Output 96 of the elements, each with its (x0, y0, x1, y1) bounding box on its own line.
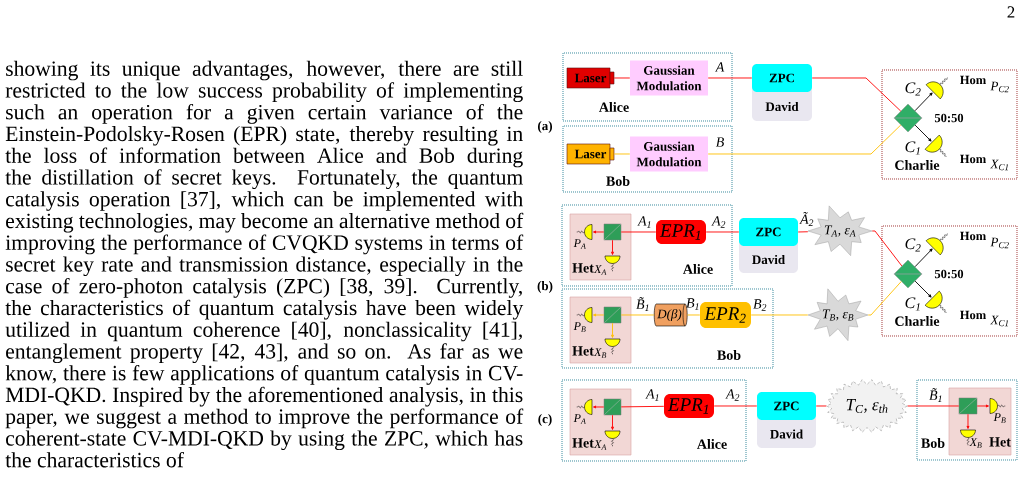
source-box: EPR$_{1}$ (664, 394, 714, 418)
measurement-label: Hom (960, 154, 986, 164)
operation-box: ZPC David (757, 392, 816, 448)
mode-label: B (715, 137, 724, 147)
panel-label: (c) (538, 414, 552, 426)
displacement-cylinder: D(β) (653, 303, 688, 327)
beam-line (707, 124, 902, 155)
ratio-label: 50:50 (934, 113, 964, 123)
beam-line (620, 231, 657, 233)
arrow (593, 230, 605, 234)
beam-splitter-cube (958, 397, 978, 415)
arrow (611, 414, 614, 430)
beam-line (797, 231, 809, 233)
beam-splitter-diamond (893, 103, 923, 133)
mode-label: A$_{2}$ (725, 389, 740, 401)
beam-line (620, 314, 655, 316)
detector-icon (604, 255, 621, 272)
panel-label: (a) (538, 121, 552, 133)
beam-line (907, 405, 960, 407)
detector-label: C$_{2}$ (905, 82, 921, 96)
arrow (914, 124, 932, 142)
laser-box: Laser (566, 67, 615, 89)
channel-star: T$_{B}$, ε$_{B}$ (807, 288, 869, 341)
beam-splitter-diamond (893, 259, 923, 289)
detector-label: C$_{1}$ (905, 141, 920, 155)
ratio-label: 50:50 (934, 269, 964, 279)
quadrature-label: X$_{C1}$ (990, 315, 1009, 327)
beam-line (707, 77, 753, 79)
detector-icon (604, 338, 621, 355)
arrow (593, 313, 605, 317)
detector-icon (576, 307, 593, 323)
quadrature-label: P$_{A}$ (573, 414, 586, 424)
detector-icon (576, 399, 593, 415)
mode-label: A$_{1}$ (637, 216, 651, 228)
mode-label: B$_{1}$ (686, 298, 699, 310)
detector-label: C$_{2}$ (905, 238, 921, 252)
detector-icon (924, 134, 947, 157)
laser-box: Laser (566, 143, 615, 165)
detector-icon (989, 398, 1006, 414)
arrow (914, 92, 933, 112)
quadrature-label: P$_{A}$ (573, 239, 586, 249)
detector-icon (925, 233, 948, 256)
mode-label: B$_{2}$ (753, 299, 767, 311)
beam-line (750, 314, 809, 316)
quadrature-label: P$_{C2}$ (990, 81, 1009, 93)
beam-splitter-cube (603, 398, 622, 416)
arrow (611, 322, 614, 338)
beam-line (811, 77, 902, 112)
channel-cloud: T$_{C}$, ε$_{th}$ (826, 379, 908, 433)
quadrature-label: X$_{B}$ (969, 438, 982, 448)
quadrature-label: P$_{C2}$ (990, 237, 1009, 249)
detector-label: C$_{1}$ (905, 297, 920, 311)
beam-line (687, 314, 701, 316)
operation-box: ZPC David (752, 64, 812, 121)
arrow (976, 404, 989, 408)
source-box: EPR$_{1}$ (656, 220, 706, 244)
mode-label: B̃$_{1}$ (636, 297, 649, 311)
quadrature-label: X$_{C1}$ (990, 159, 1009, 171)
beam-line (613, 77, 631, 79)
quadrature-label: X$_{B}$ (593, 348, 607, 358)
modulator-box: Gaussian Modulation (630, 60, 708, 96)
quadrature-label: P$_{B}$ (573, 322, 586, 332)
beam-splitter-cube (603, 306, 622, 324)
beam-line (815, 405, 827, 407)
detector-icon (604, 430, 621, 447)
beam-line (620, 405, 665, 408)
arrow (914, 248, 933, 268)
page-number: 2 (1007, 6, 1015, 18)
body-paragraph: showing its unique advantages, however, there are still restricted to the low success probability of implementing such an operation for a given certain variance of the Einstein-Podolsky-Rosen (EPR) state, thereby resulting in the loss of information between Alice and Bob during the distillation of secret keys. Fortunately, the quantum catalysis operation [37], which can be implemented with existing technologies, may become an alternative method of improving the performance of CVQKD systems in terms of secret key rate and transmission distance, especially in the case of zero-photon catalysis (ZPC) [38, 39]. Currently, the characteristics of quantum catalysis have been widely utilized in quantum coherence [40], nonclassicality [41], entanglement property [42, 43], and so on. As far as we know, there is few applications of quantum catalysis in CV-MDI-QKD. Inspired by the aforementioned analysis, in this paper, we suggest a method to improve the performance of coherent-state CV-MDI-QKD by using the ZPC, which has the characteristics of (5, 60, 524, 468)
mode-label: A (714, 62, 725, 72)
measurement-label: Hom (960, 231, 986, 241)
arrow (914, 280, 932, 298)
beam-splitter-cube (603, 223, 622, 241)
quadrature-label: P$_{B}$ (993, 413, 1006, 423)
beam-line (867, 281, 902, 316)
beam-line (613, 153, 631, 155)
beam-line (871, 230, 903, 267)
modulator-box: Gaussian Modulation (630, 136, 708, 172)
measurement-label: Hom (960, 310, 986, 320)
detector-icon (576, 224, 593, 240)
mode-label: A$_{1}$ (645, 389, 659, 401)
detector-icon (925, 77, 948, 100)
mode-label: B̃$_{1}$ (929, 388, 942, 402)
measurement-label: Hom (960, 75, 986, 85)
quadrature-label: X$_{A}$ (593, 265, 607, 275)
quadrature-label: X$_{A}$ (593, 440, 607, 450)
arrow (966, 413, 970, 429)
panel-label: (b) (537, 281, 553, 293)
arrow (593, 405, 605, 409)
beam-line (713, 405, 758, 407)
beam-line (705, 231, 740, 233)
source-box: EPR$_{2}$ (700, 302, 751, 328)
detector-icon (924, 290, 947, 313)
mode-label: A$_{2}$ (711, 216, 726, 228)
arrow (611, 239, 614, 255)
operation-box: ZPC David (739, 218, 798, 273)
